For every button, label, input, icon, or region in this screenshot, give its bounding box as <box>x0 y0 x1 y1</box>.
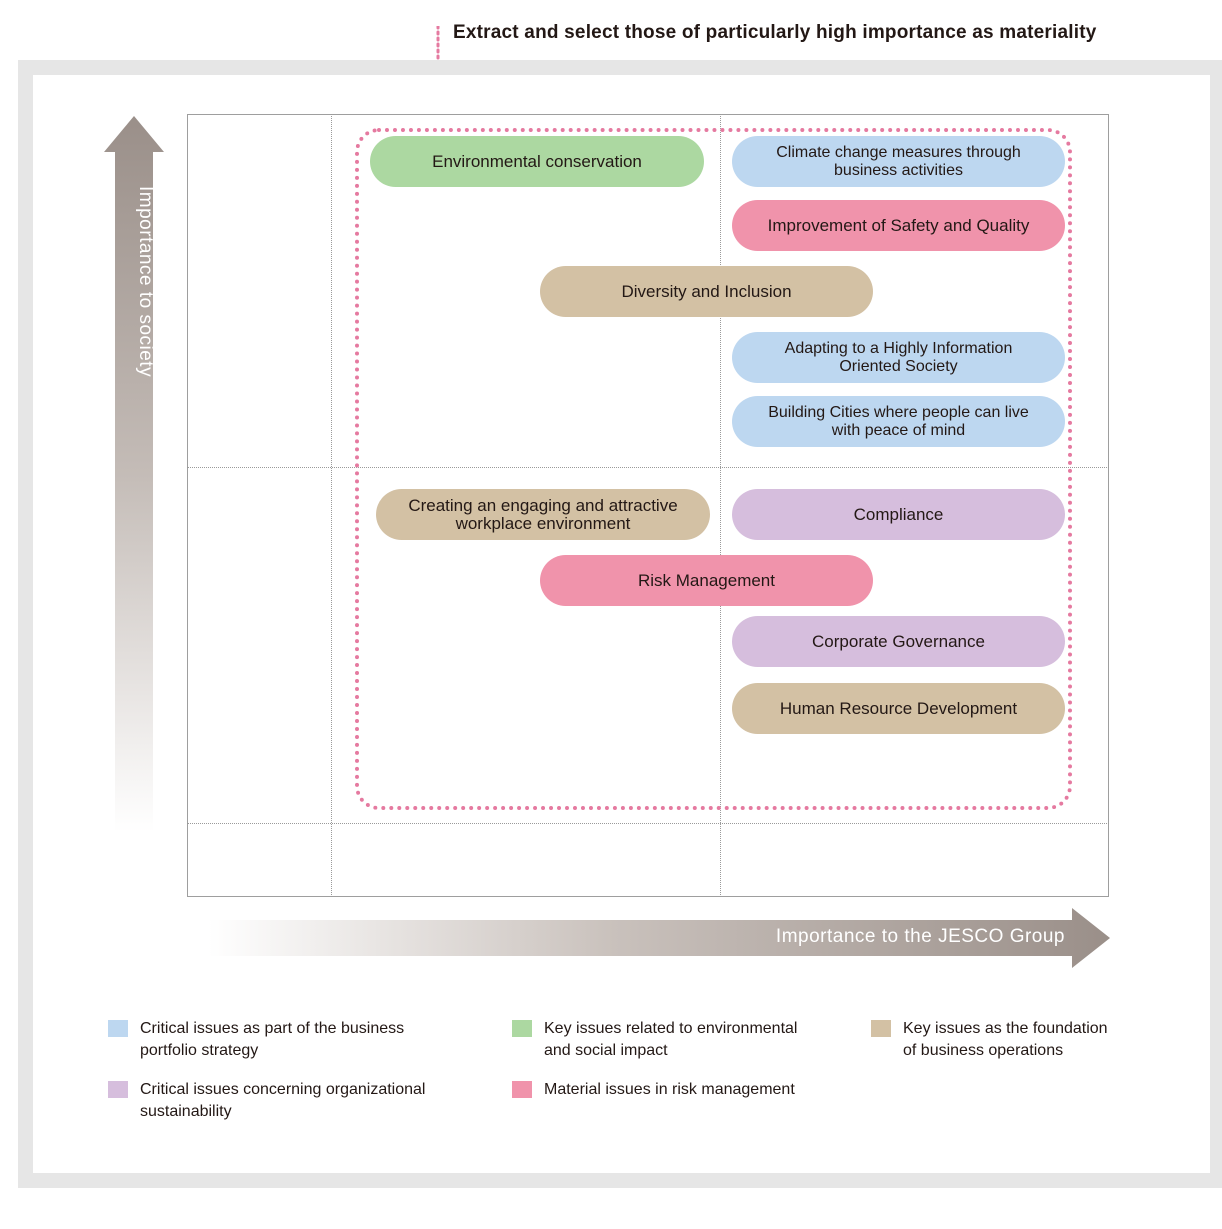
legend-item-environmental-social: Key issues related to environmental and … <box>512 1018 842 1066</box>
matrix-gridline-horizontal-2 <box>187 823 1109 824</box>
issue-risk-management: Risk Management <box>540 555 873 606</box>
issue-human-resource-development: Human Resource Development <box>732 683 1065 734</box>
y-axis-arrow <box>104 116 164 832</box>
legend-swatch-green <box>512 1020 532 1037</box>
issue-safety-and-quality: Improvement of Safety and Quality <box>732 200 1065 251</box>
issue-engaging-workplace: Creating an engaging and attractive work… <box>376 489 710 540</box>
legend-label: Key issues related to environmental and … <box>544 1020 798 1059</box>
legend-swatch-purple <box>108 1081 128 1098</box>
matrix-gridline-vertical-2 <box>720 114 721 897</box>
issue-climate-change-measures: Climate change measures through business… <box>732 136 1065 187</box>
legend-swatch-pink <box>512 1081 532 1098</box>
legend-label: Key issues as the foundation of business… <box>903 1020 1108 1059</box>
legend-item-business-foundation: Key issues as the foundation of business… <box>871 1018 1161 1066</box>
legend-item-business-portfolio: Critical issues as part of the business … <box>108 1018 468 1066</box>
legend-label: Material issues in risk management <box>544 1081 795 1098</box>
matrix-gridline-vertical-1 <box>331 114 332 897</box>
issue-corporate-governance: Corporate Governance <box>732 616 1065 667</box>
materiality-matrix <box>187 114 1109 897</box>
matrix-gridline-horizontal-1 <box>187 467 1109 468</box>
materiality-selection-outline <box>355 128 1072 810</box>
issue-information-oriented-society: Adapting to a Highly Information Oriente… <box>732 332 1065 383</box>
legend-item-organizational-sustainability: Critical issues concerning organizationa… <box>108 1079 478 1127</box>
issue-diversity-and-inclusion: Diversity and Inclusion <box>540 266 873 317</box>
y-axis-label: Importance to society <box>135 186 156 378</box>
issue-building-safe-cities: Building Cities where people can live wi… <box>732 396 1065 447</box>
legend-swatch-tan <box>871 1020 891 1037</box>
x-axis-arrow <box>208 908 1110 968</box>
issue-compliance: Compliance <box>732 489 1065 540</box>
issue-environmental-conservation: Environmental conservation <box>370 136 704 187</box>
diagram-headline: Extract and select those of particularly… <box>453 22 1097 43</box>
legend-label: Critical issues concerning organizationa… <box>140 1081 426 1120</box>
legend-swatch-blue <box>108 1020 128 1037</box>
legend-label: Critical issues as part of the business … <box>140 1020 405 1059</box>
x-axis-label: Importance to the JESCO Group <box>775 926 1065 947</box>
legend-item-risk-management: Material issues in risk management <box>512 1079 842 1105</box>
